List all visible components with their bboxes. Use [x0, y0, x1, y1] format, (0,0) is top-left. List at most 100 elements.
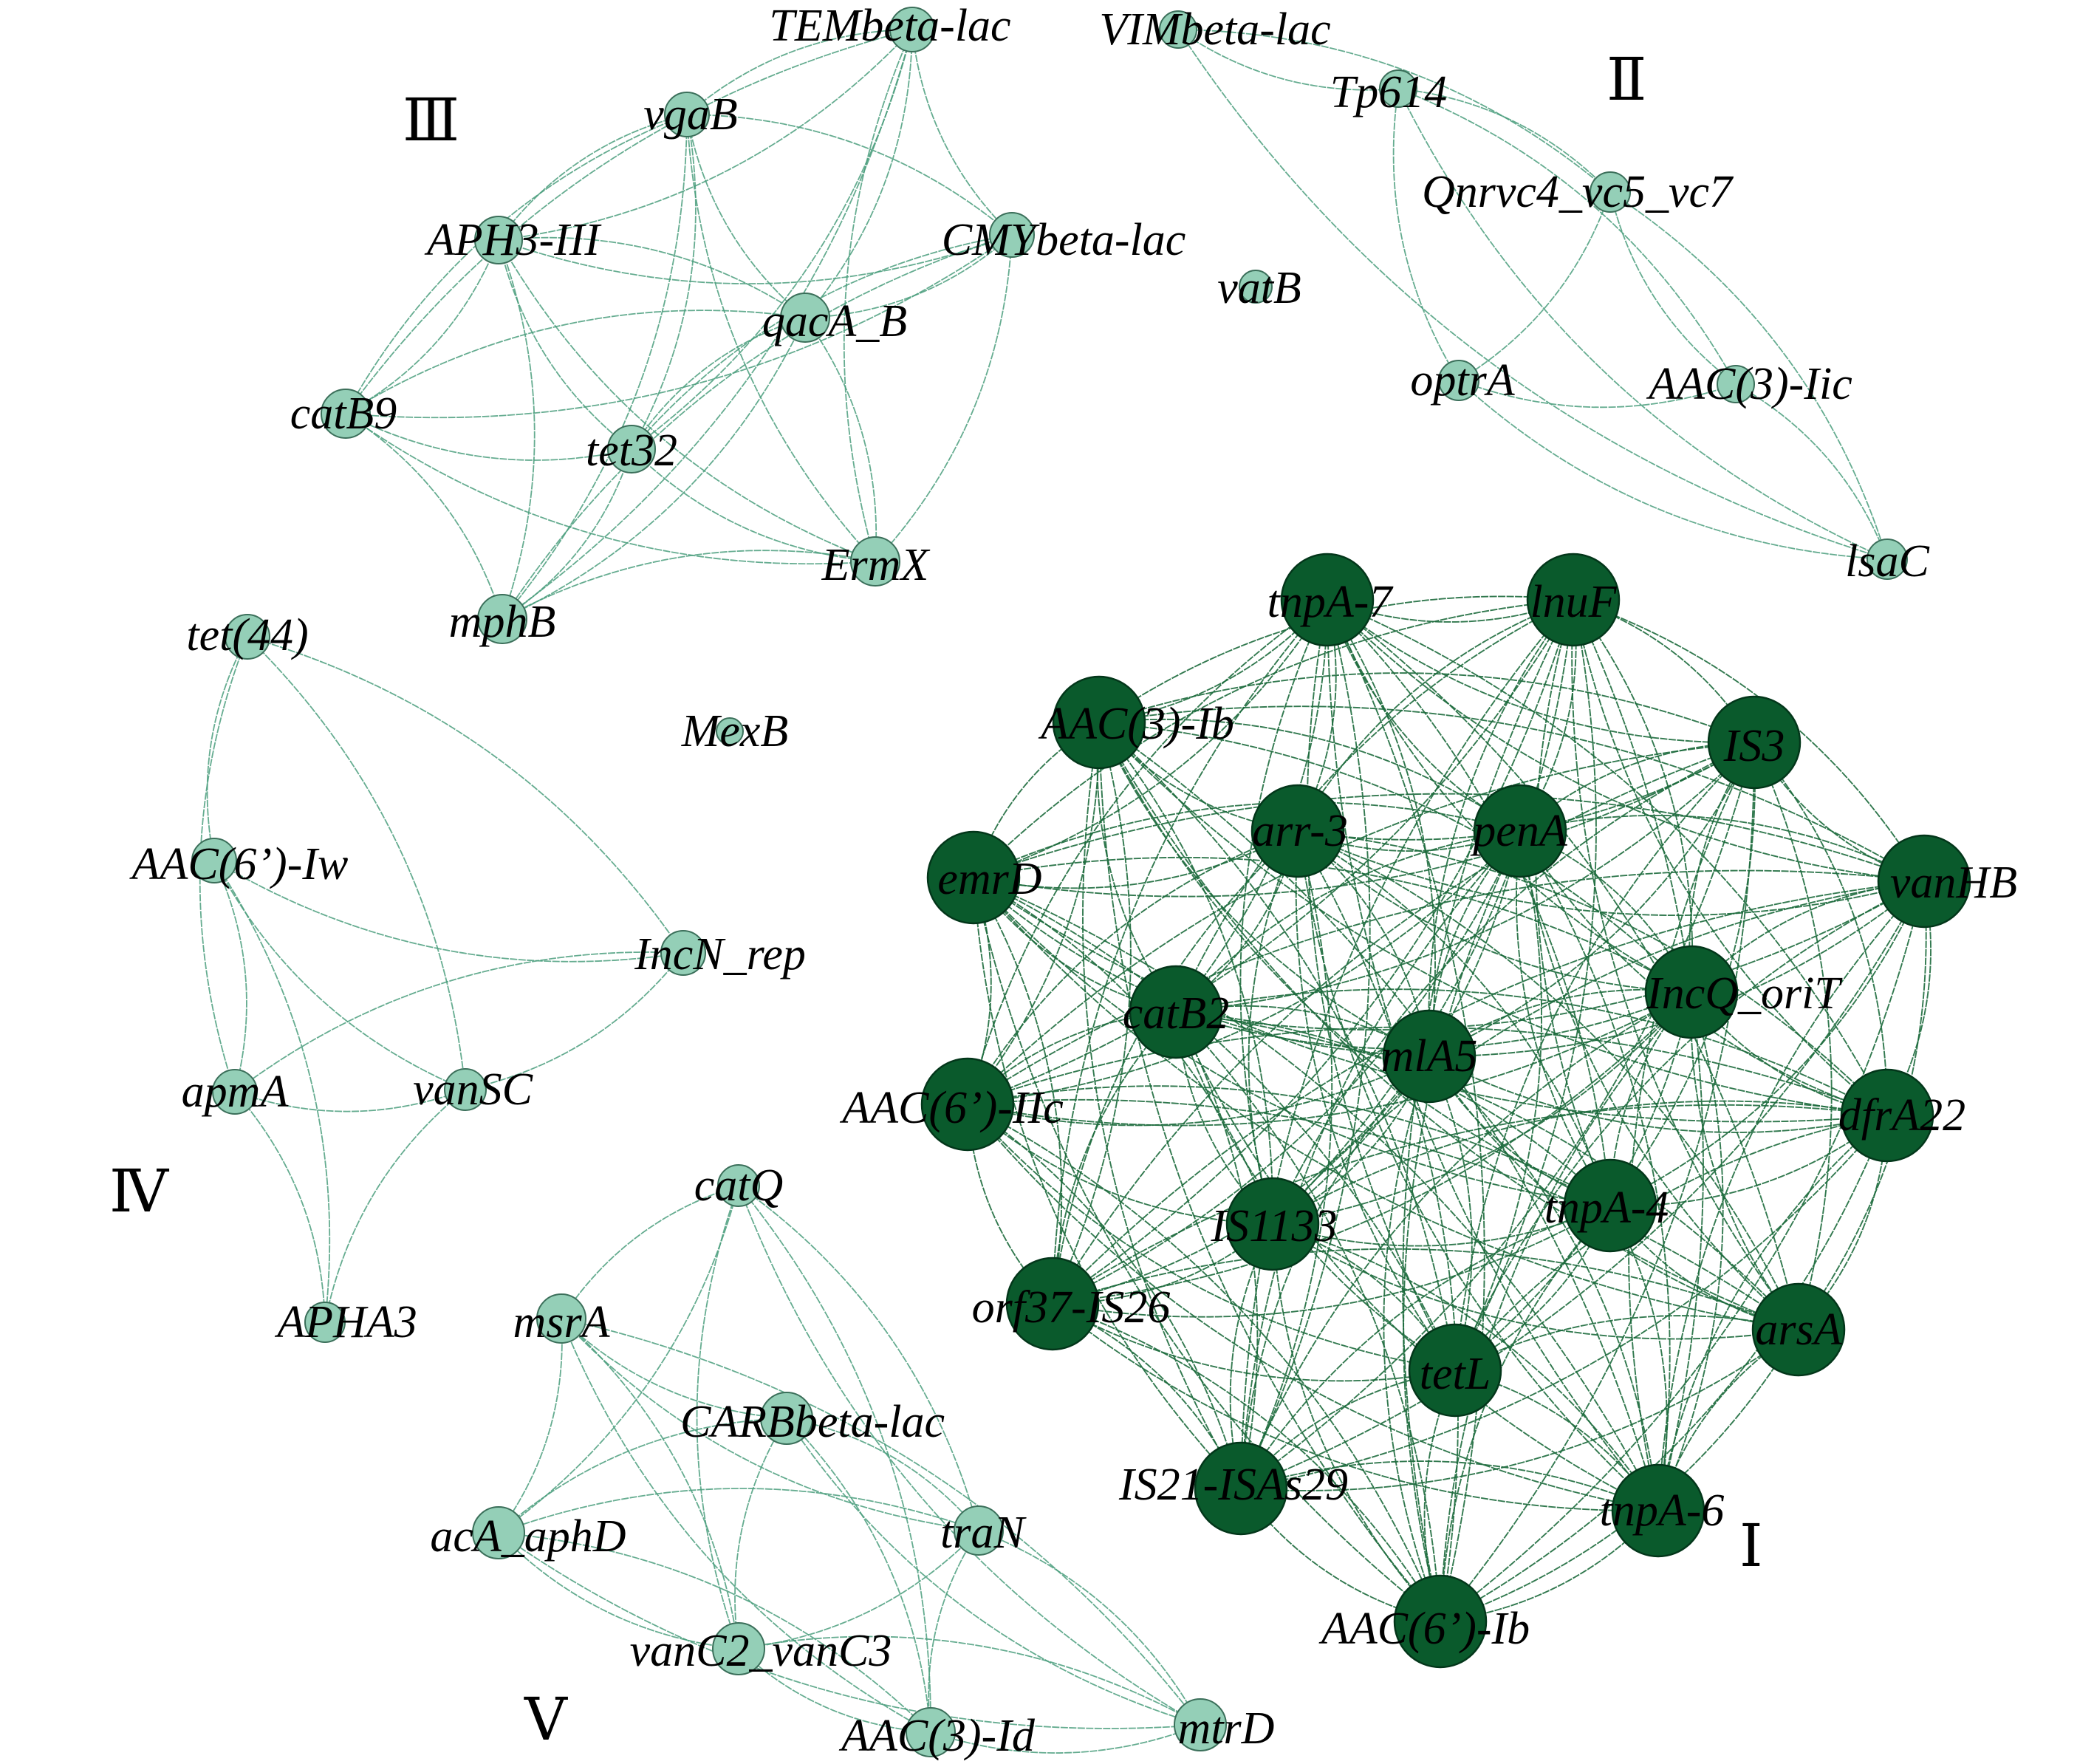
- cluster-I-edge: [1798, 881, 1927, 1330]
- cluster-I-edge: [973, 877, 1659, 1511]
- cluster-V-edge: [498, 1318, 563, 1534]
- cluster-I-edge: [1690, 991, 1799, 1330]
- cluster-I-edge: [1306, 599, 1456, 1371]
- cluster-I-edge: [967, 1104, 1659, 1511]
- node-label-aac-3-iic: AAC(3)-Iic: [1646, 359, 1852, 409]
- cluster-I-edge: [1657, 991, 1724, 1511]
- cluster-I-edge: [1052, 1303, 1659, 1512]
- node-label-tet-44: tet(44): [186, 610, 308, 660]
- node-label-tembeta-lac: TEMbeta-lac: [769, 1, 1010, 51]
- cluster-I-edge: [973, 801, 1521, 878]
- cluster-I-edge: [1535, 599, 1611, 1206]
- cluster-V-edge: [786, 1418, 1201, 1726]
- node-msra: [536, 1293, 586, 1344]
- cluster-III-edge: [498, 29, 913, 241]
- cluster-I-edge: [1098, 672, 1755, 743]
- node-is1133: [1225, 1177, 1320, 1271]
- cluster-II-edge: [1458, 380, 1888, 560]
- cluster-II-edge: [1735, 383, 1888, 560]
- cluster-III-edge: [631, 114, 697, 450]
- cluster-III-edge: [498, 234, 1013, 284]
- cluster-III-edge: [631, 448, 876, 562]
- cluster-III-edge: [345, 413, 876, 565]
- cluster-I-edge: [1272, 742, 1755, 1225]
- cluster-I-edge: [967, 1104, 1273, 1225]
- node-label-carbbeta-lac: CARBbeta-lac: [680, 1397, 945, 1447]
- cluster-I-edge: [1098, 722, 1273, 1225]
- cluster-I-edge: [1098, 722, 1692, 993]
- node-label-vansc: vanSC: [413, 1064, 533, 1115]
- node-aac-6-iw: [191, 838, 237, 883]
- cluster-label-V: Ⅴ: [524, 1688, 568, 1753]
- cluster-I-edge: [967, 830, 1521, 1105]
- cluster-I-edge: [1175, 742, 1755, 1013]
- cluster-I-edge: [1098, 722, 1456, 1371]
- cluster-I-edge: [1272, 1223, 1799, 1340]
- cluster-I-edge: [967, 1056, 1430, 1127]
- node-is3: [1707, 695, 1802, 790]
- node-lsac: [1867, 539, 1908, 580]
- cluster-I-edge: [1297, 830, 1459, 1622]
- cluster-I-edge: [1454, 599, 1597, 1371]
- node-label-tet32: tet32: [586, 425, 677, 476]
- cluster-III-edge: [804, 29, 913, 318]
- cluster-III-edge: [345, 413, 503, 620]
- cluster-I-edge: [973, 877, 1242, 1489]
- cluster-I-edge: [1052, 722, 1132, 1305]
- cluster-II-edge: [1397, 88, 1737, 385]
- cluster-V-edge: [738, 1185, 979, 1531]
- cluster-II-edge: [1177, 29, 1888, 560]
- node-label-mphb: mphB: [449, 597, 556, 647]
- cluster-I-edge: [1454, 742, 1755, 1371]
- cluster-V-edge: [498, 1532, 739, 1650]
- cluster-V-edge: [498, 1418, 787, 1534]
- node-aac-3-id: [906, 1707, 956, 1757]
- cluster-I-edge: [1240, 1329, 1799, 1491]
- cluster-V-edge: [561, 1318, 787, 1419]
- cluster-IV-edge: [213, 860, 684, 963]
- node-label-catb9: catB9: [290, 389, 397, 439]
- node-carbbeta-lac: [760, 1392, 813, 1445]
- cluster-I-edge: [1428, 1056, 1659, 1511]
- cluster-I-edge: [1052, 599, 1574, 1305]
- cluster-I-edge: [1272, 830, 1521, 1225]
- node-aac-3-ib: [1052, 675, 1146, 770]
- node-apha3: [304, 1302, 346, 1343]
- cluster-III-edge: [502, 234, 1013, 620]
- cluster-I-edge: [1052, 1303, 1456, 1382]
- cluster-V-edge: [696, 1185, 739, 1650]
- cluster-IV-edge: [213, 860, 331, 1323]
- cluster-III-edge: [686, 114, 876, 562]
- cluster-III-edge: [502, 448, 632, 620]
- cluster-I-edge: [1519, 814, 1925, 882]
- node-apma: [212, 1069, 258, 1115]
- node-label-cmybeta-lac: CMYbeta-lac: [942, 215, 1186, 265]
- cluster-I-edge: [1052, 1104, 1888, 1305]
- node-vimbeta-lac: [1159, 10, 1197, 49]
- node-label-ermx: ErmX: [821, 540, 931, 590]
- cluster-IV-edge: [247, 636, 466, 1090]
- node-label-aac-3-ib: AAC(3)-Ib: [1038, 699, 1234, 749]
- cluster-I-edge: [1403, 830, 1521, 1622]
- cluster-IV-edge: [213, 860, 466, 1090]
- node-label-vgab: vgaB: [643, 89, 737, 140]
- cluster-III-edge: [686, 114, 1013, 236]
- node-vatb: [1239, 270, 1273, 304]
- node-label-emrd: emrD: [937, 854, 1041, 904]
- node-pena: [1473, 784, 1567, 878]
- cluster-IV-edge: [465, 952, 684, 1090]
- cluster-I-edge: [1240, 742, 1755, 1489]
- cluster-III-edge: [498, 239, 632, 450]
- cluster-I-edge: [1753, 742, 1833, 1330]
- node-label-vatb: vatB: [1217, 263, 1301, 313]
- cluster-I-edge: [1519, 830, 1888, 1116]
- cluster-III-edge: [502, 29, 913, 620]
- cluster-I-edge: [1454, 1315, 1799, 1371]
- cluster-II-edge: [1397, 88, 1611, 193]
- cluster-I-edge: [967, 1085, 1611, 1206]
- cluster-I-edge: [1454, 830, 1542, 1371]
- cluster-I-edge: [1272, 1205, 1611, 1247]
- cluster-IV-edge: [213, 860, 247, 1093]
- node-tnpa-4: [1563, 1158, 1657, 1253]
- cluster-I-edge: [1272, 599, 1574, 1225]
